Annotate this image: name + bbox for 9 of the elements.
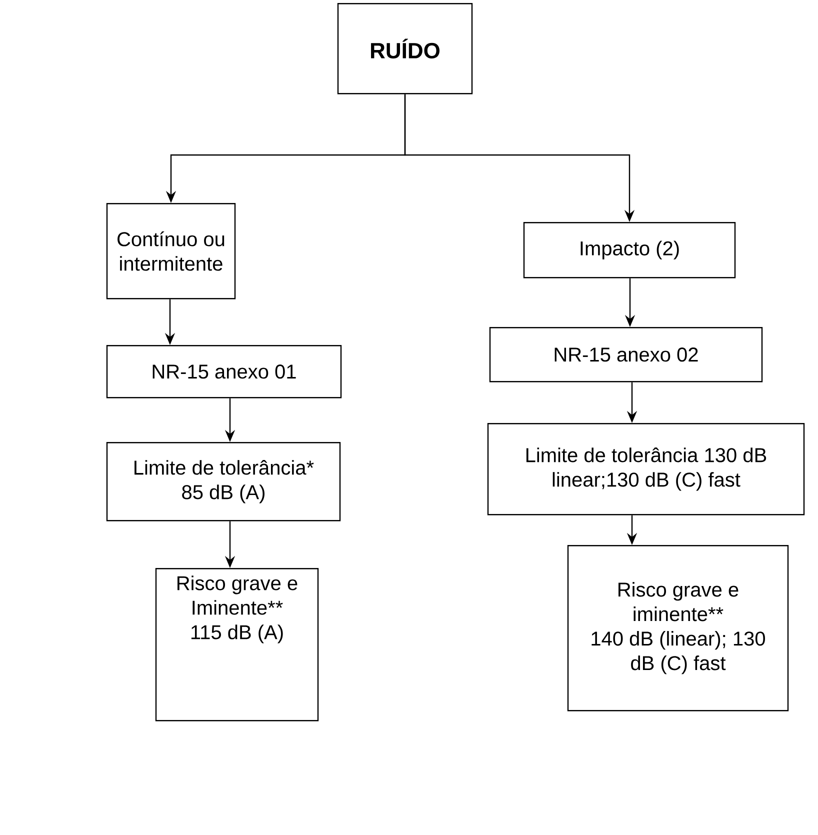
process-box: Risco grave e iminente** 140 dB (linear); 130 dB (C) fast [567, 545, 789, 712]
process-box: Limite de tolerância 130 dB linear;130 dB (C) fast [487, 423, 805, 516]
process-box: NR-15 anexo 02 [489, 327, 763, 382]
process-box: Limite de tolerância* 85 dB (A) [106, 442, 341, 522]
process-box: RUÍDO [337, 3, 473, 94]
process-box: Impacto (2) [523, 222, 736, 278]
process-box: Contínuo ou intermitente [106, 203, 236, 300]
process-box: NR-15 anexo 01 [106, 345, 342, 398]
process-box: Risco grave e Iminente** 115 dB (A) [155, 568, 319, 722]
